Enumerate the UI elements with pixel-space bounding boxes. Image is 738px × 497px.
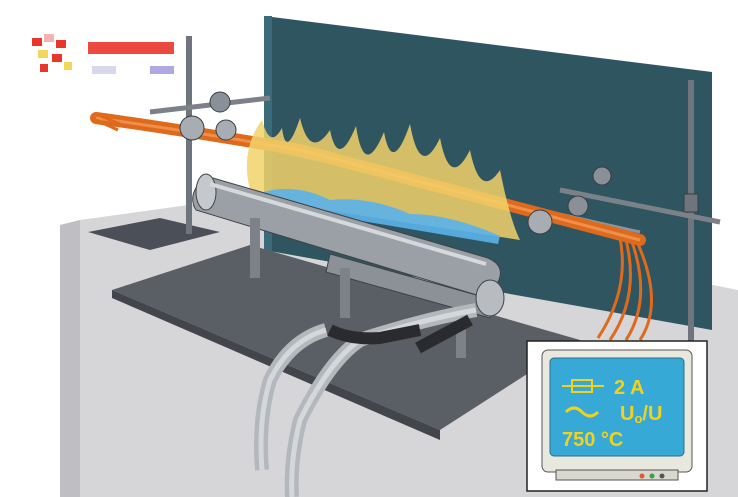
clamps [179, 91, 612, 235]
flames [246, 118, 520, 244]
tilde-icon [564, 406, 600, 418]
gas-hoses [254, 303, 478, 497]
voltage-rest: /U [642, 403, 662, 425]
current-value: 2 A [614, 377, 644, 399]
temperature-value: 750 °C [562, 429, 623, 451]
status-led [649, 473, 655, 479]
burner [192, 173, 505, 358]
voltage-label: Uo/U [620, 403, 662, 426]
logo [32, 34, 174, 74]
voltage-sub: o [634, 411, 642, 426]
monitor: 2 A Uo/U 750 °C [526, 340, 708, 492]
power-led [639, 473, 645, 479]
fuse-icon [562, 379, 604, 393]
button-dot [659, 473, 665, 479]
voltage-main: U [620, 403, 634, 425]
